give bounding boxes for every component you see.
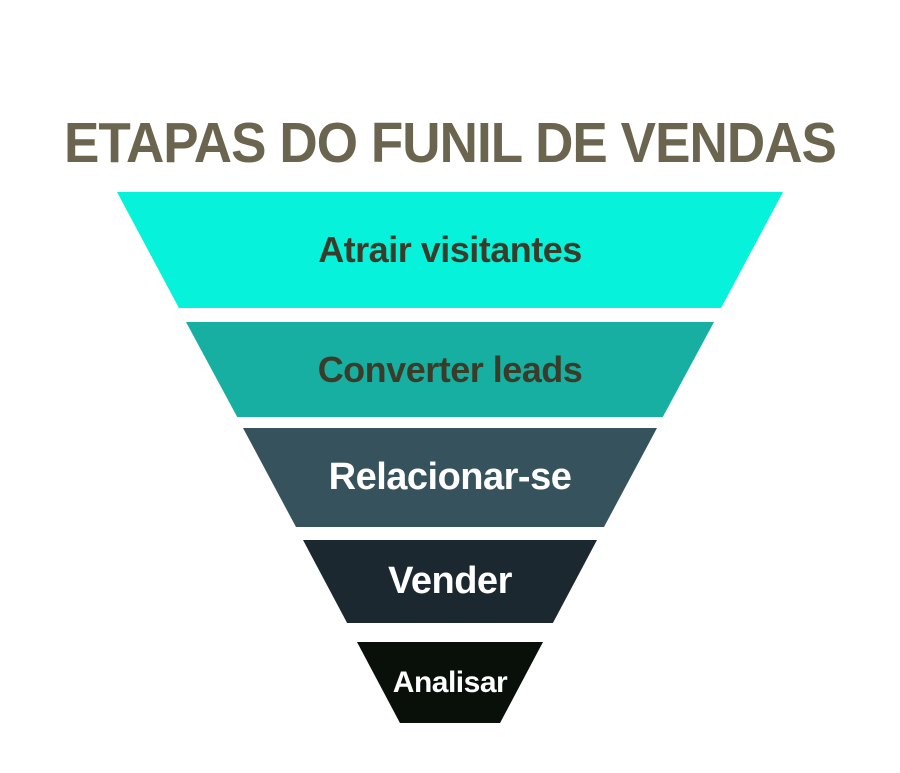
funnel-stage-label: Converter leads — [317, 348, 583, 390]
funnel-stage-vender: Vender — [303, 540, 597, 623]
page-title: ETAPAS DO FUNIL DE VENDAS — [64, 111, 837, 176]
funnel-stage-analisar: Analisar — [357, 642, 543, 723]
funnel-stage-label: Vender — [388, 560, 512, 602]
funnel-stage-atrair-visitantes: Atrair visitantes — [117, 192, 783, 308]
funnel-stage-label: Atrair visitantes — [318, 229, 582, 270]
funnel-stage-converter-leads: Converter leads — [186, 322, 714, 417]
funnel-stage-relacionar-se: Relacionar-se — [243, 428, 657, 527]
funnel-stage-label: Relacionar-se — [328, 456, 572, 498]
funnel-stage-label: Analisar — [392, 665, 508, 699]
